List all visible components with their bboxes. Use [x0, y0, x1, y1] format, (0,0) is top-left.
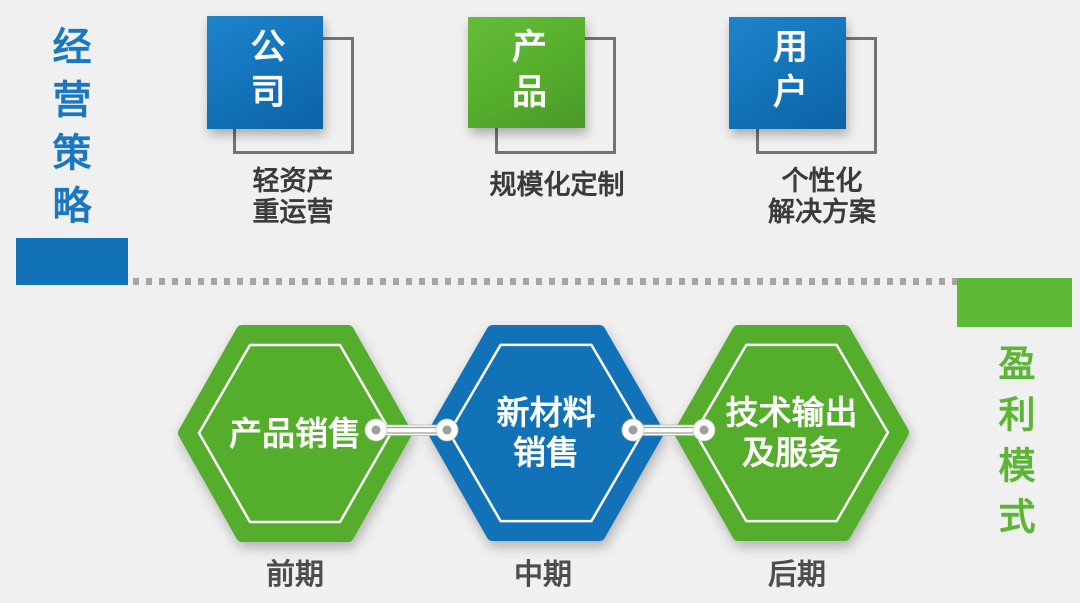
left-title: 经营策略: [47, 26, 90, 238]
link-connector-icon: [364, 416, 459, 444]
hex-label-line: 及服务: [742, 434, 841, 471]
hexagon-late-label: 技术输出 及服务: [673, 320, 910, 546]
left-accent-bar: [16, 238, 128, 285]
caption-line: 个性化: [781, 166, 863, 196]
dotted-divider-line: [133, 278, 957, 285]
stage-label-mid: 中期: [513, 559, 573, 591]
right-title: 盈利模式: [993, 344, 1034, 548]
strategy-box-product: 产品: [468, 17, 585, 128]
hex-label-line: 产品销售: [229, 414, 361, 452]
caption-line: 规模化定制: [489, 170, 625, 200]
stage-label-late: 后期: [767, 559, 827, 591]
hex-label-line: 新材料: [496, 394, 596, 431]
strategy-box-company-label: 公司: [245, 27, 285, 118]
hexagon-mid-label: 新材料 销售: [427, 320, 665, 546]
strategy-box-product-label: 产品: [507, 27, 546, 118]
hex-label-line: 技术输出: [725, 394, 858, 431]
hex-label-line: 销售: [513, 434, 579, 471]
hexagon-early-label: 产品销售: [177, 320, 413, 547]
stage-label-early: 前期: [265, 559, 325, 591]
strategy-box-user-label: 用户: [768, 28, 807, 118]
strategy-caption-user: 个性化 解决方案: [702, 166, 942, 228]
strategy-box-company: 公司: [207, 16, 323, 129]
hexagon-shape: [674, 324, 909, 542]
strategy-caption-product: 规模化定制: [437, 170, 677, 201]
strategy-box-user: 用户: [729, 17, 846, 129]
right-accent-bar: [957, 278, 1072, 327]
caption-line: 轻资产: [252, 166, 334, 196]
hexagon-stage-late: 技术输出 及服务: [673, 320, 910, 546]
caption-line: 解决方案: [768, 197, 876, 227]
strategy-caption-company: 轻资产 重运营: [173, 166, 413, 228]
link-connector-icon: [621, 416, 716, 444]
caption-line: 重运营: [252, 197, 334, 227]
